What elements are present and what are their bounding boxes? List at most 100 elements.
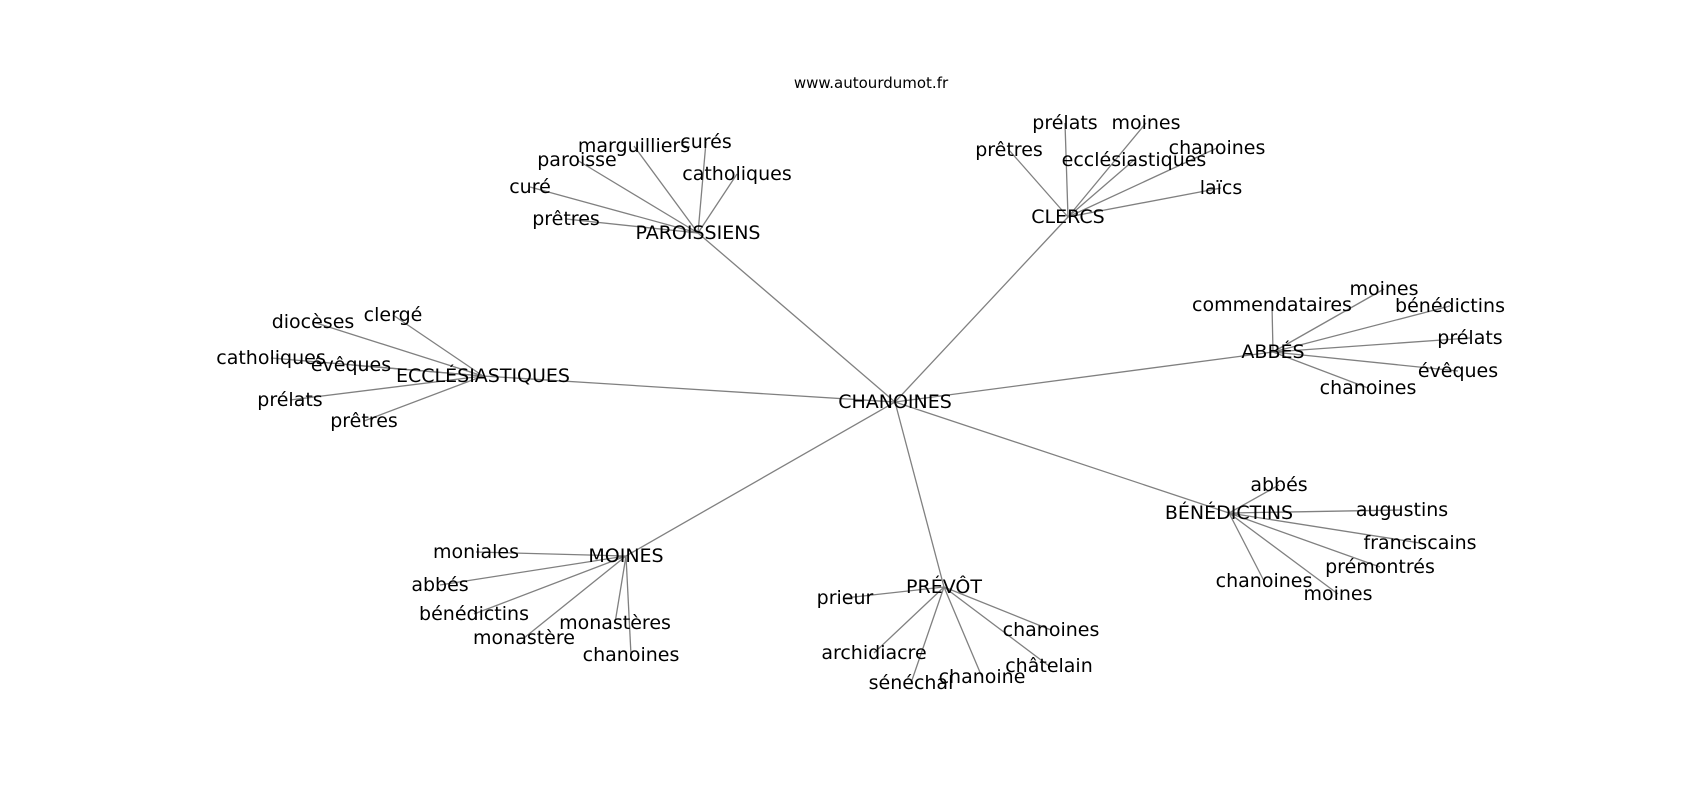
edge-cluster-to-leaf bbox=[363, 375, 484, 422]
edge-cluster-to-leaf bbox=[844, 586, 945, 599]
edge-cluster-to-leaf bbox=[1064, 122, 1069, 218]
edge-center-to-cluster bbox=[894, 351, 1274, 403]
leaf-node-label[interactable]: commendataires bbox=[1192, 294, 1352, 316]
edge-center-to-cluster bbox=[625, 401, 896, 557]
edge-cluster-to-leaf bbox=[439, 555, 627, 586]
leaf-node-label[interactable]: archidiacre bbox=[821, 642, 926, 664]
leaf-node-label[interactable]: chanoines bbox=[1169, 137, 1266, 159]
edge-cluster-to-leaf bbox=[625, 555, 632, 656]
edge-cluster-to-leaf bbox=[697, 173, 738, 234]
leaf-node-label[interactable]: abbés bbox=[1250, 474, 1307, 496]
leaf-node-label[interactable]: prêtres bbox=[330, 410, 398, 432]
edge-cluster-to-leaf bbox=[614, 555, 627, 624]
edge-cluster-to-leaf bbox=[1272, 305, 1451, 353]
edge-cluster-to-leaf bbox=[697, 141, 707, 234]
cluster-node-label[interactable]: PAROISSIENS bbox=[635, 222, 760, 244]
edge-cluster-to-leaf bbox=[473, 555, 627, 615]
leaf-node-label[interactable]: catholiques bbox=[216, 347, 325, 369]
leaf-node-label[interactable]: ecclésiastiques bbox=[1062, 149, 1207, 171]
edge-cluster-to-leaf bbox=[350, 364, 484, 377]
leaf-node-label[interactable]: moines bbox=[1349, 278, 1418, 300]
leaf-node-label[interactable]: prieur bbox=[817, 587, 874, 609]
edge-cluster-to-leaf bbox=[475, 551, 627, 557]
edge-cluster-to-leaf bbox=[633, 145, 699, 234]
edge-cluster-to-leaf bbox=[910, 586, 945, 684]
leaf-node-label[interactable]: catholiques bbox=[682, 163, 791, 185]
edge-cluster-to-leaf bbox=[943, 586, 1050, 667]
cluster-node-label[interactable]: BÉNÉDICTINS bbox=[1165, 501, 1293, 524]
leaf-node-label[interactable]: abbés bbox=[411, 574, 468, 596]
cluster-node-label[interactable]: MOINES bbox=[588, 545, 663, 567]
leaf-node-label[interactable]: chanoines bbox=[1216, 570, 1313, 592]
leaf-node-label[interactable]: châtelain bbox=[1005, 655, 1093, 677]
edge-cluster-to-leaf bbox=[529, 186, 699, 234]
leaf-node-label[interactable]: clergé bbox=[364, 304, 423, 326]
edge-cluster-to-leaf bbox=[576, 159, 699, 234]
leaf-node-label[interactable]: monastère bbox=[473, 627, 575, 649]
leaf-node-label[interactable]: bénédictins bbox=[1395, 295, 1505, 317]
cluster-node-label[interactable]: ECCLÉSIASTIQUES bbox=[396, 364, 570, 387]
site-url[interactable]: www.autourdumot.fr bbox=[794, 74, 949, 92]
cluster-node-label[interactable]: ABBÉS bbox=[1241, 340, 1304, 363]
edge-cluster-to-leaf bbox=[873, 586, 945, 654]
edge-center-to-cluster bbox=[894, 401, 945, 588]
leaf-node-label[interactable]: curés bbox=[680, 131, 731, 153]
edge-cluster-to-leaf bbox=[943, 586, 983, 678]
edge-cluster-to-leaf bbox=[1067, 147, 1218, 218]
edge-cluster-to-leaf bbox=[943, 586, 1052, 631]
leaf-node-label[interactable]: curé bbox=[509, 176, 551, 198]
leaf-node-label[interactable]: prélats bbox=[257, 389, 322, 411]
edge-cluster-to-leaf bbox=[1271, 304, 1274, 353]
edge-cluster-to-leaf bbox=[523, 555, 627, 639]
leaf-node-label[interactable]: sénéchal bbox=[869, 672, 954, 694]
leaf-node-label[interactable]: moines bbox=[1111, 112, 1180, 134]
edge-cluster-to-leaf bbox=[1228, 509, 1403, 514]
leaf-node-label[interactable]: prémontrés bbox=[1325, 556, 1435, 578]
edge-cluster-to-leaf bbox=[1008, 149, 1069, 218]
edge-cluster-to-leaf bbox=[1067, 187, 1222, 218]
leaf-node-label[interactable]: paroisse bbox=[537, 149, 617, 171]
leaf-node-label[interactable]: bénédictins bbox=[419, 603, 529, 625]
leaf-node-label[interactable]: chanoine bbox=[939, 666, 1026, 688]
leaf-node-label[interactable]: diocèses bbox=[272, 311, 355, 333]
cluster-node-label[interactable]: CLERCS bbox=[1031, 206, 1104, 228]
leaf-node-label[interactable]: chanoines bbox=[1003, 619, 1100, 641]
leaf-node-label[interactable]: monastères bbox=[559, 612, 671, 634]
cluster-node-label[interactable]: PRÉVÔT bbox=[906, 574, 982, 598]
edge-cluster-to-leaf bbox=[392, 314, 484, 377]
edge-cluster-to-leaf bbox=[289, 375, 484, 401]
edge-center-to-cluster bbox=[697, 232, 896, 403]
edge-cluster-to-leaf bbox=[1272, 351, 1459, 372]
edge-cluster-to-leaf bbox=[1228, 512, 1421, 544]
leaf-node-label[interactable]: moines bbox=[1303, 583, 1372, 605]
edge-cluster-to-leaf bbox=[565, 218, 699, 234]
leaf-node-label[interactable]: augustins bbox=[1356, 499, 1448, 521]
edge-cluster-to-leaf bbox=[1272, 351, 1369, 389]
graph-edges bbox=[270, 122, 1471, 684]
leaf-node-label[interactable]: marguilliers bbox=[578, 135, 690, 157]
leaf-node-label[interactable]: évêques bbox=[311, 354, 391, 376]
leaf-node-label[interactable]: moniales bbox=[433, 541, 519, 563]
edge-cluster-to-leaf bbox=[312, 321, 484, 377]
leaf-node-label[interactable]: prêtres bbox=[975, 139, 1043, 161]
edge-center-to-cluster bbox=[894, 216, 1069, 403]
edge-cluster-to-leaf bbox=[1272, 337, 1471, 353]
leaf-node-label[interactable]: laïcs bbox=[1200, 177, 1243, 199]
leaf-node-label[interactable]: franciscains bbox=[1363, 532, 1476, 554]
leaf-node-label[interactable]: prélats bbox=[1032, 112, 1097, 134]
leaf-node-label[interactable]: prélats bbox=[1437, 327, 1502, 349]
leaf-node-label[interactable]: évêques bbox=[1418, 360, 1498, 382]
edge-cluster-to-leaf bbox=[1228, 512, 1339, 595]
edge-cluster-to-leaf bbox=[1228, 484, 1280, 514]
edge-cluster-to-leaf bbox=[1228, 512, 1381, 568]
leaf-node-label[interactable]: chanoines bbox=[1320, 377, 1417, 399]
leaf-node-label[interactable]: chanoines bbox=[583, 644, 680, 666]
edge-center-to-cluster bbox=[894, 401, 1230, 514]
center-node-label[interactable]: CHANOINES bbox=[838, 391, 952, 413]
edge-cluster-to-leaf bbox=[1272, 288, 1385, 353]
edge-cluster-to-leaf bbox=[1067, 159, 1135, 218]
edge-cluster-to-leaf bbox=[1228, 512, 1265, 582]
leaf-node-label[interactable]: prêtres bbox=[532, 208, 600, 230]
